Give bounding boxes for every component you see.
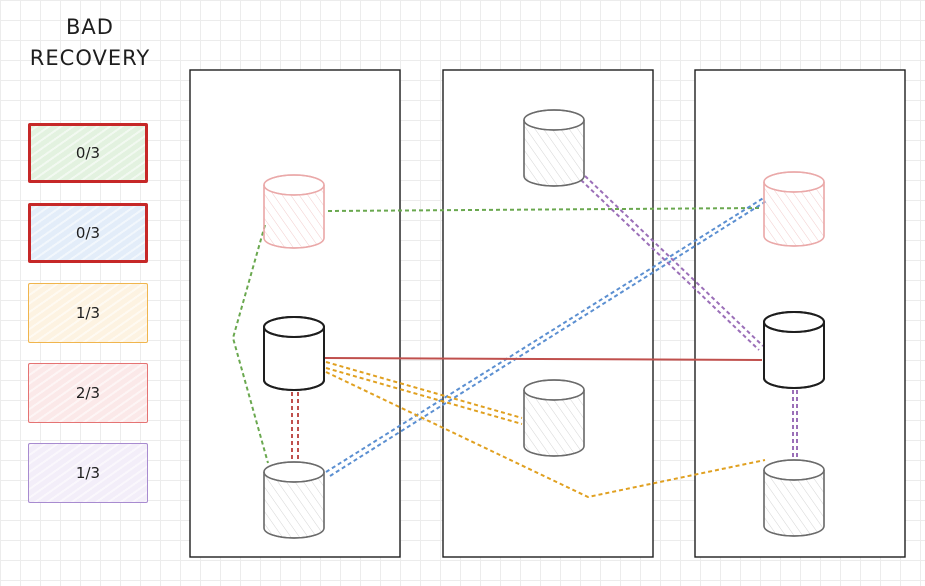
legend-label: 0/3 — [75, 144, 101, 162]
node-zone3-middle — [763, 311, 825, 389]
legend-label: 1/3 — [75, 304, 101, 322]
purple-link-a — [584, 175, 764, 347]
orange-link-mid-b — [325, 367, 523, 425]
node-zone1-top — [263, 174, 325, 249]
nodes — [263, 109, 825, 539]
node-zone2-top — [523, 109, 585, 187]
red-link-horizontal — [324, 357, 763, 361]
purple-link-b — [580, 179, 760, 351]
title-line-2: RECOVERY — [29, 46, 151, 70]
legend-orange-1-of-3: 1/3 — [28, 283, 148, 343]
legend-green-0-of-3: 0/3 — [28, 123, 148, 183]
node-zone1-middle — [263, 316, 325, 391]
green-link-left — [231, 224, 269, 464]
diagram-title: BAD RECOVERY — [10, 12, 170, 74]
legend-purple-1-of-3: 1/3 — [28, 443, 148, 503]
legend-red-2-of-3: 2/3 — [28, 363, 148, 423]
connections — [231, 175, 798, 499]
legend-label: 0/3 — [75, 224, 101, 242]
legend-label: 2/3 — [75, 384, 101, 402]
node-zone3-top — [763, 171, 825, 247]
legend-label: 1/3 — [75, 464, 101, 482]
node-zone2-bottom — [523, 379, 585, 457]
blue-link-b — [329, 199, 769, 477]
node-zone3-bottom — [763, 459, 825, 537]
green-link-top — [327, 207, 763, 212]
legend-blue-0-of-3: 0/3 — [28, 203, 148, 263]
orange-link-long — [325, 371, 766, 499]
node-zone1-bottom — [263, 461, 325, 539]
orange-link-mid-a — [325, 361, 523, 419]
blue-link-a — [325, 196, 766, 473]
title-line-1: BAD — [66, 15, 114, 39]
